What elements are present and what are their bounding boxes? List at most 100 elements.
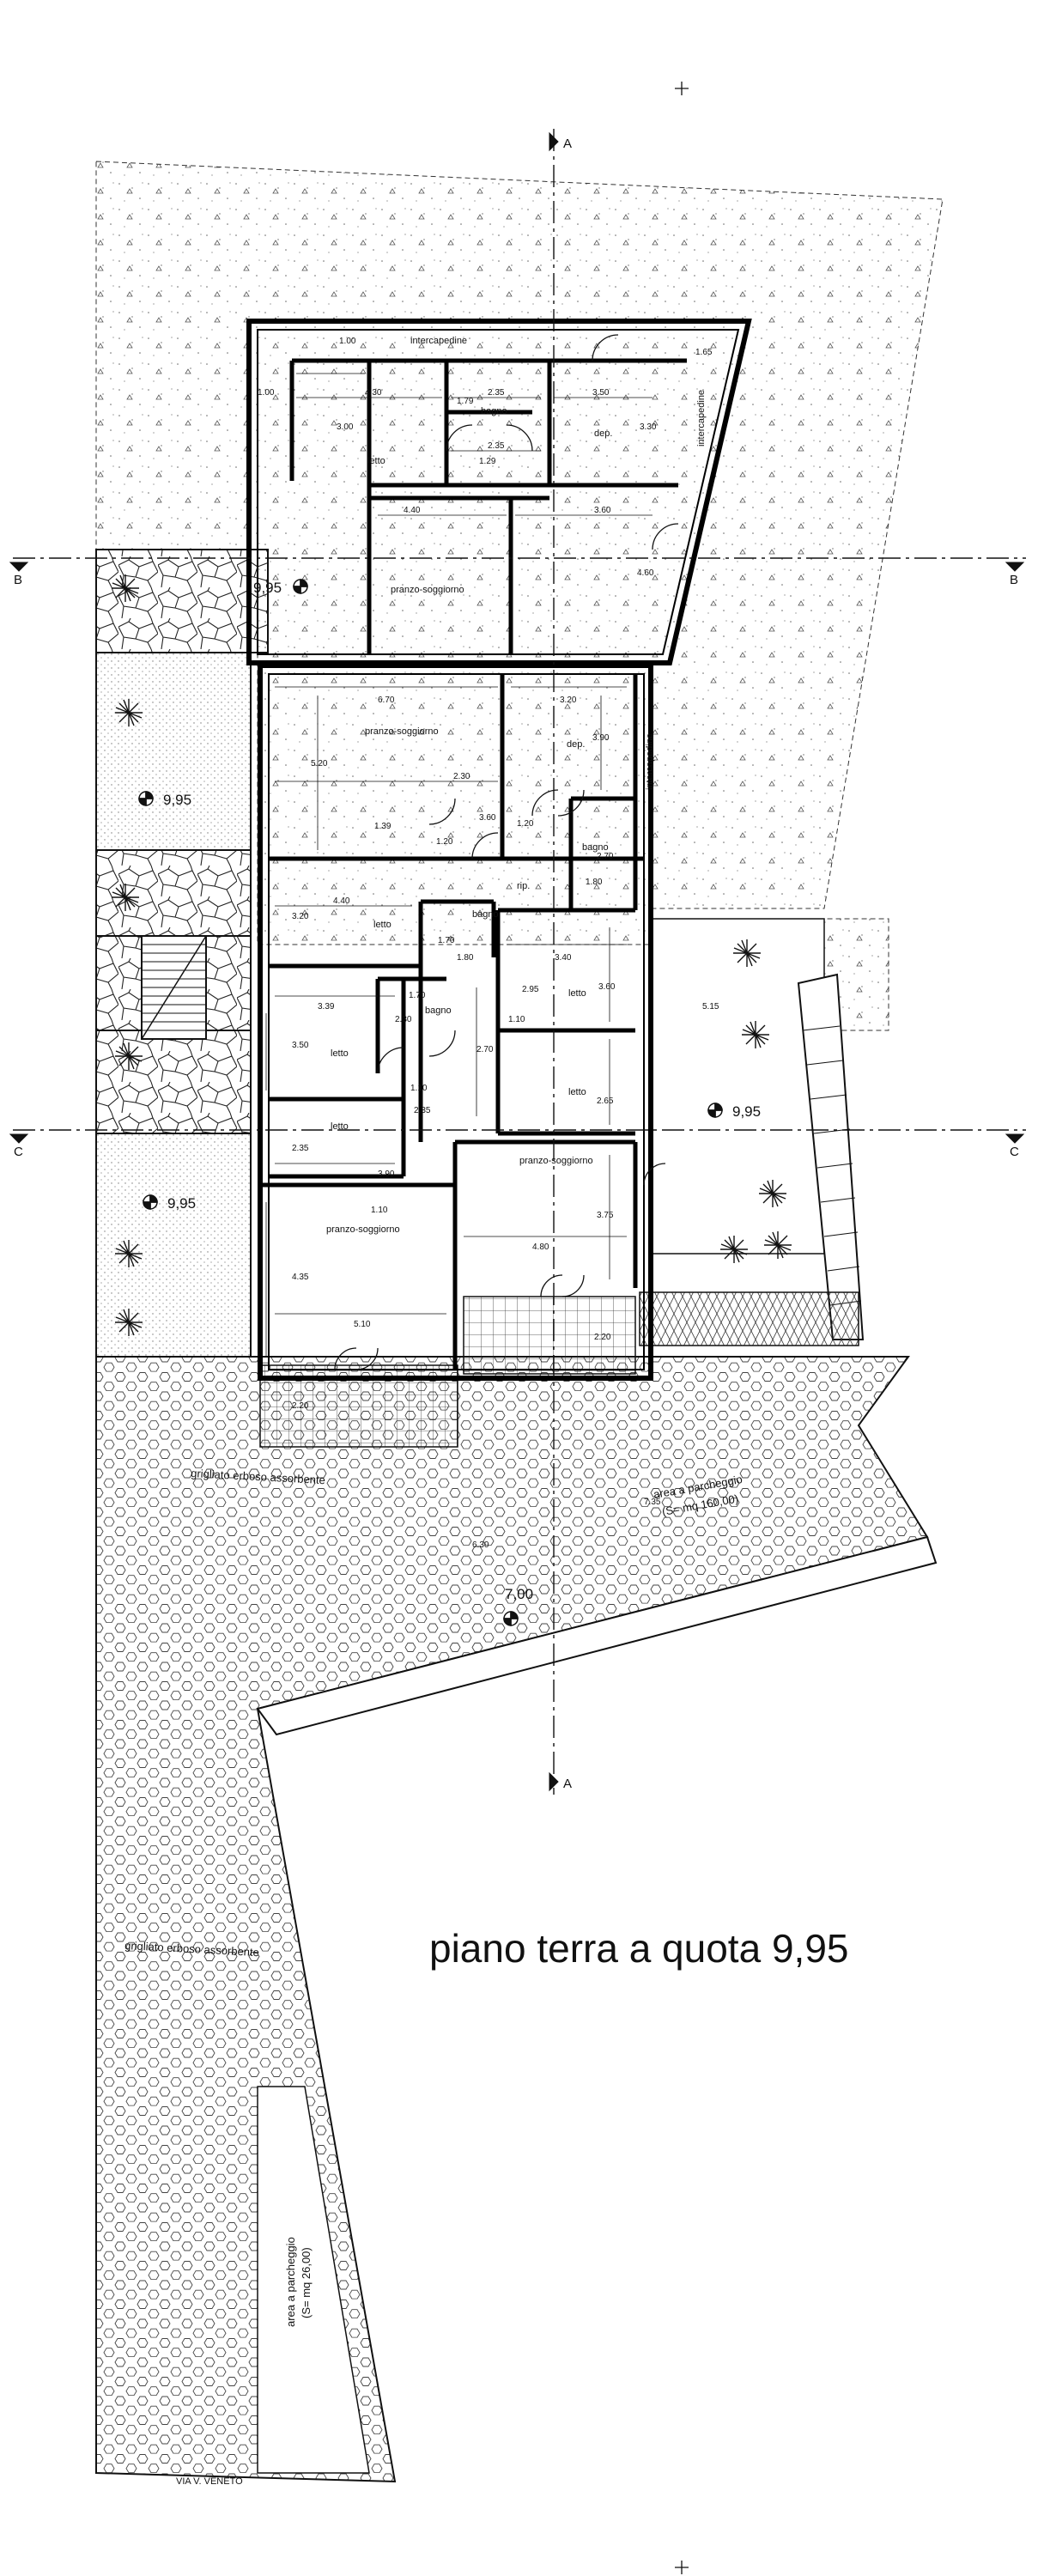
dim-3-75: 3.75 [597,1211,614,1220]
level-label-garden-east: 9,95 [732,1103,761,1120]
dim-4-80: 4.80 [532,1242,549,1252]
dim-2-35-b: 2.35 [488,441,505,451]
dim-4-35: 4.35 [292,1273,309,1282]
dim-2-20-b: 2.20 [292,1401,309,1411]
level-label-garden-1: 9,95 [163,792,191,808]
dim-2-35-d: 2.35 [292,1144,309,1153]
room-label-letto-2: letto [373,920,392,930]
dim-3-39: 3.39 [318,1002,335,1012]
room-label-bagno-2: bagno [582,842,609,853]
level-label-parking: 7,00 [505,1586,533,1602]
dim-3-00: 3.00 [337,422,354,432]
dim-1-70-b: 1.70 [409,991,426,1000]
dim-3-50-b: 3.50 [292,1041,309,1050]
dim-4-60: 4.60 [637,568,654,578]
dim-6-70: 6.70 [378,696,395,705]
dim-1-70-a: 1.70 [438,936,455,945]
dim-3-30: 3.30 [640,422,657,432]
dim-5-15: 5.15 [702,1002,719,1012]
dim-1-20-b: 1.20 [436,837,453,847]
dim-1-39: 1.39 [374,822,392,831]
area-label-parcheggio-2b: (S= mq 26,00) [300,2247,313,2318]
room-label-pranzo-soggiorno-4: pranzo-soggiorno [326,1224,400,1235]
room-label-pranzo-soggiorno-3: pranzo-soggiorno [519,1156,593,1166]
dim-3-20-b: 3.20 [292,912,309,921]
dim-1-20-a: 1.20 [517,819,534,829]
room-labels: intercapedine intercapedine intercapedin… [326,336,707,1235]
dim-3-50: 3.50 [592,388,610,398]
room-label-intercapedine-right-1: intercapedine [696,390,707,447]
dim-4-40-a: 4.40 [404,506,421,515]
room-label-letto-4: letto [331,1048,349,1059]
section-markers [9,131,1025,1792]
dim-1-80-b: 1.80 [457,953,474,963]
paved-area-lower [95,1356,929,2483]
dim-2-30-b: 2.30 [395,1015,412,1024]
terrain [95,161,944,2483]
dim-4-40-b: 4.40 [333,896,350,906]
room-label-letto-1: letto [367,456,385,466]
dim-3-20-a: 3.20 [560,696,577,705]
room-label-bagno-1: bagno [481,406,507,416]
plant-symbols [112,574,792,1336]
parking-strip-left [257,2086,370,2474]
dim-2-35-c: 2.35 [414,1106,431,1115]
dim-3-60-b: 3.60 [479,813,496,823]
dimension-lines [265,373,652,1357]
dim-3-60-a: 3.60 [594,506,611,515]
room-label-dep-1: dep. [594,428,612,439]
dim-5-10: 5.10 [354,1320,371,1329]
room-label-intercapedine-top: intercapedine [410,336,467,346]
dim-1-10-a: 1.10 [508,1015,525,1024]
dim-3-60-c: 3.60 [598,982,616,992]
dim-3-40: 3.40 [555,953,572,963]
room-label-pranzo-soggiorno-2: pranzo-soggiorno [365,726,439,737]
dim-1-29: 1.29 [479,457,496,466]
dim-2-70-a: 2.70 [597,852,614,861]
dim-1-65: 1.65 [695,348,713,357]
dimension-values: 1.00 1.00 4.30 3.00 2.35 2.35 3.50 3.30 … [258,337,719,1550]
room-label-dep-2: dep. [567,739,585,750]
room-label-letto-6: letto [331,1121,349,1132]
door-swings [334,334,679,1370]
area-label-parcheggio-2a: area a parcheggio [284,2237,297,2327]
dim-2-70-b: 2.70 [476,1045,494,1054]
level-markers [138,579,723,1626]
dim-3-90-b: 3.90 [378,1170,395,1179]
section-a-bottom-label: A [563,1777,572,1791]
room-label-bagno-3: bagno [472,909,499,920]
dim-1-79: 1.79 [457,397,474,406]
dim-3-90-a: 3.90 [592,733,610,743]
level-label-garden-2: 9,95 [167,1195,196,1212]
dim-4-30: 4.30 [365,388,382,398]
dim-1-10-b: 1.10 [410,1084,428,1093]
section-c-left-label: C [14,1145,23,1159]
section-b-left-label: B [14,573,22,587]
dim-2-30-a: 2.30 [453,772,470,781]
courtyard-walkway [256,1535,938,1736]
dim-1-00-top: 1.00 [339,337,356,346]
section-a-top-label: A [563,137,572,151]
room-label-bagno-4: bagno [425,1005,452,1016]
stairs [141,935,865,1340]
dim-1-80-a: 1.80 [586,878,603,887]
room-label-letto-3: letto [568,988,586,999]
dim-7-35: 7.35 [644,1498,661,1507]
dim-5-20: 5.20 [311,759,328,769]
section-b-right-label: B [1010,573,1018,587]
dim-6-30: 6.30 [472,1540,489,1550]
street-label: VIA V. VENETO [176,2476,243,2487]
dim-1-10-c: 1.10 [371,1206,388,1215]
drawing-title: piano terra a quota 9,95 [429,1926,848,1971]
level-label-patio: 9,95 [253,580,282,596]
section-c-right-label: C [1010,1145,1019,1159]
dim-2-65: 2.65 [597,1097,614,1106]
building-walls [246,319,752,1381]
dim-1-00-left: 1.00 [258,388,275,398]
section-axes [13,129,1026,1795]
room-label-pranzo-soggiorno-1: pranzo-soggiorno [391,585,464,595]
crosshair-marks [675,82,689,2574]
room-label-letto-5: letto [568,1087,586,1097]
dim-2-20-a: 2.20 [594,1333,611,1342]
